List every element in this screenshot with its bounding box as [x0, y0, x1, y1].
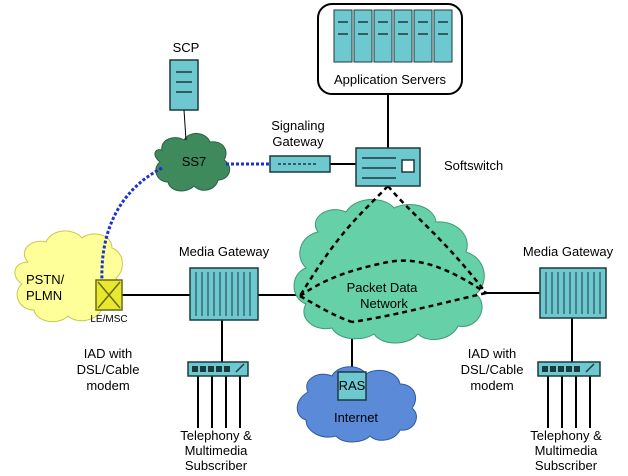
- subscriber-left-label-line3: Subscriber: [185, 458, 248, 473]
- scp-server-icon: [169, 59, 199, 111]
- subscriber-right-label-line2: Multimedia: [535, 443, 599, 458]
- subscriber-right-label-line1: Telephony &: [530, 428, 602, 443]
- iad-right-label-line1: IAD with: [468, 346, 516, 361]
- packet-data-network-cloud: [293, 199, 485, 344]
- le-msc-label: LE/MSC: [90, 314, 127, 325]
- subscriber-left-label-line2: Multimedia: [185, 443, 249, 458]
- iad-left-label-line1: IAD with: [84, 346, 132, 361]
- server-rack-icon: [333, 9, 453, 63]
- ras-server: RAS: [337, 371, 367, 401]
- ras-server-icon: [337, 371, 367, 401]
- packet-network-dashed-paths: [298, 185, 487, 324]
- iad-left-label-line2: DSL/Cable: [77, 362, 140, 377]
- media-gateway-right-label: Media Gateway: [523, 244, 614, 259]
- media-gateway-left-label: Media Gateway: [179, 244, 270, 259]
- signaling-gateway-label-line1: Signaling: [271, 118, 325, 133]
- media-gateway-left: Media Gateway: [179, 244, 270, 321]
- iad-right-label-line3: modem: [470, 378, 513, 393]
- application-servers: Application Servers: [317, 3, 463, 95]
- subscriber-left-label-line1: Telephony &: [180, 428, 252, 443]
- ras-label: RAS: [339, 378, 366, 393]
- media-gateway-left-icon: [189, 267, 259, 321]
- packet-network-label-line1: Packet Data: [347, 280, 419, 295]
- iad-right: IAD with DSL/Cable modem: [461, 346, 601, 393]
- subscriber-right-label-line3: Subscriber: [535, 458, 598, 473]
- iad-left-label-line3: modem: [86, 378, 129, 393]
- internet-label: Internet: [334, 410, 378, 425]
- ss7-signaling-links: [100, 162, 270, 283]
- pstn-label-line1: PSTN/: [26, 272, 65, 287]
- signaling-gateway-label-line2: Gateway: [272, 134, 324, 149]
- media-gateway-right: Media Gateway: [523, 244, 614, 319]
- iad-right-label-line2: DSL/Cable: [461, 362, 524, 377]
- iad-left: IAD with DSL/Cable modem: [77, 346, 249, 393]
- internet-cloud: [296, 366, 417, 443]
- softswitch: Softswitch: [355, 147, 503, 187]
- softswitch-label: Softswitch: [444, 158, 503, 173]
- pstn-label-line2: PLMN: [26, 288, 62, 303]
- subscriber-lines: [197, 376, 591, 428]
- scp-server: SCP: [169, 40, 200, 141]
- scp-label: SCP: [173, 40, 200, 55]
- media-gateway-right-icon: [539, 267, 607, 319]
- app-servers-label: Application Servers: [334, 72, 446, 87]
- ss7-cloud: [154, 133, 231, 192]
- signaling-gateway: Signaling Gateway: [269, 118, 331, 173]
- packet-network-label-line2: Network: [360, 296, 408, 311]
- ss7-label: SS7: [182, 154, 207, 169]
- le-msc-switch: LE/MSC: [90, 279, 128, 325]
